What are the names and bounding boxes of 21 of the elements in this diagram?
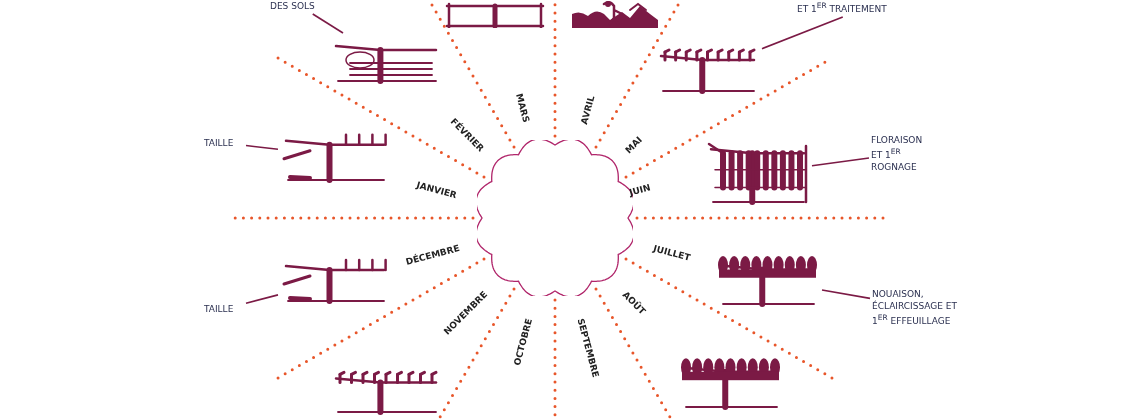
callout-text: TAILLE	[204, 137, 244, 149]
leader-line	[761, 16, 844, 50]
vine-drawing	[445, 0, 545, 28]
leader-line	[245, 294, 279, 305]
vine-drawing	[570, 0, 660, 28]
month-label: JUIN	[628, 182, 652, 198]
callout-text: FLORAISON ET 1$^{ER}$ ROGNAGE	[871, 134, 935, 173]
callout-text: TAILLE	[204, 303, 244, 315]
month-label: JUILLET	[652, 243, 692, 263]
callout-text: NOUAISON, ÉCLAIRCISSAGE ET 1$^{ER}$ EFFEUILLAGE	[872, 288, 972, 327]
month-label: AVRIL	[578, 94, 596, 126]
leader-line	[245, 144, 279, 151]
vine-drawing	[715, 253, 820, 308]
callout-text: DES SOLS	[270, 0, 330, 12]
callout-text: ET 1$^{ER}$ TRAITEMENT	[797, 0, 937, 15]
leader-line	[811, 157, 870, 167]
vine-drawing	[705, 140, 810, 206]
vine-drawing	[678, 355, 783, 411]
leader-line	[311, 13, 344, 34]
month-label: MARS	[513, 92, 531, 124]
leader-line	[821, 289, 871, 300]
